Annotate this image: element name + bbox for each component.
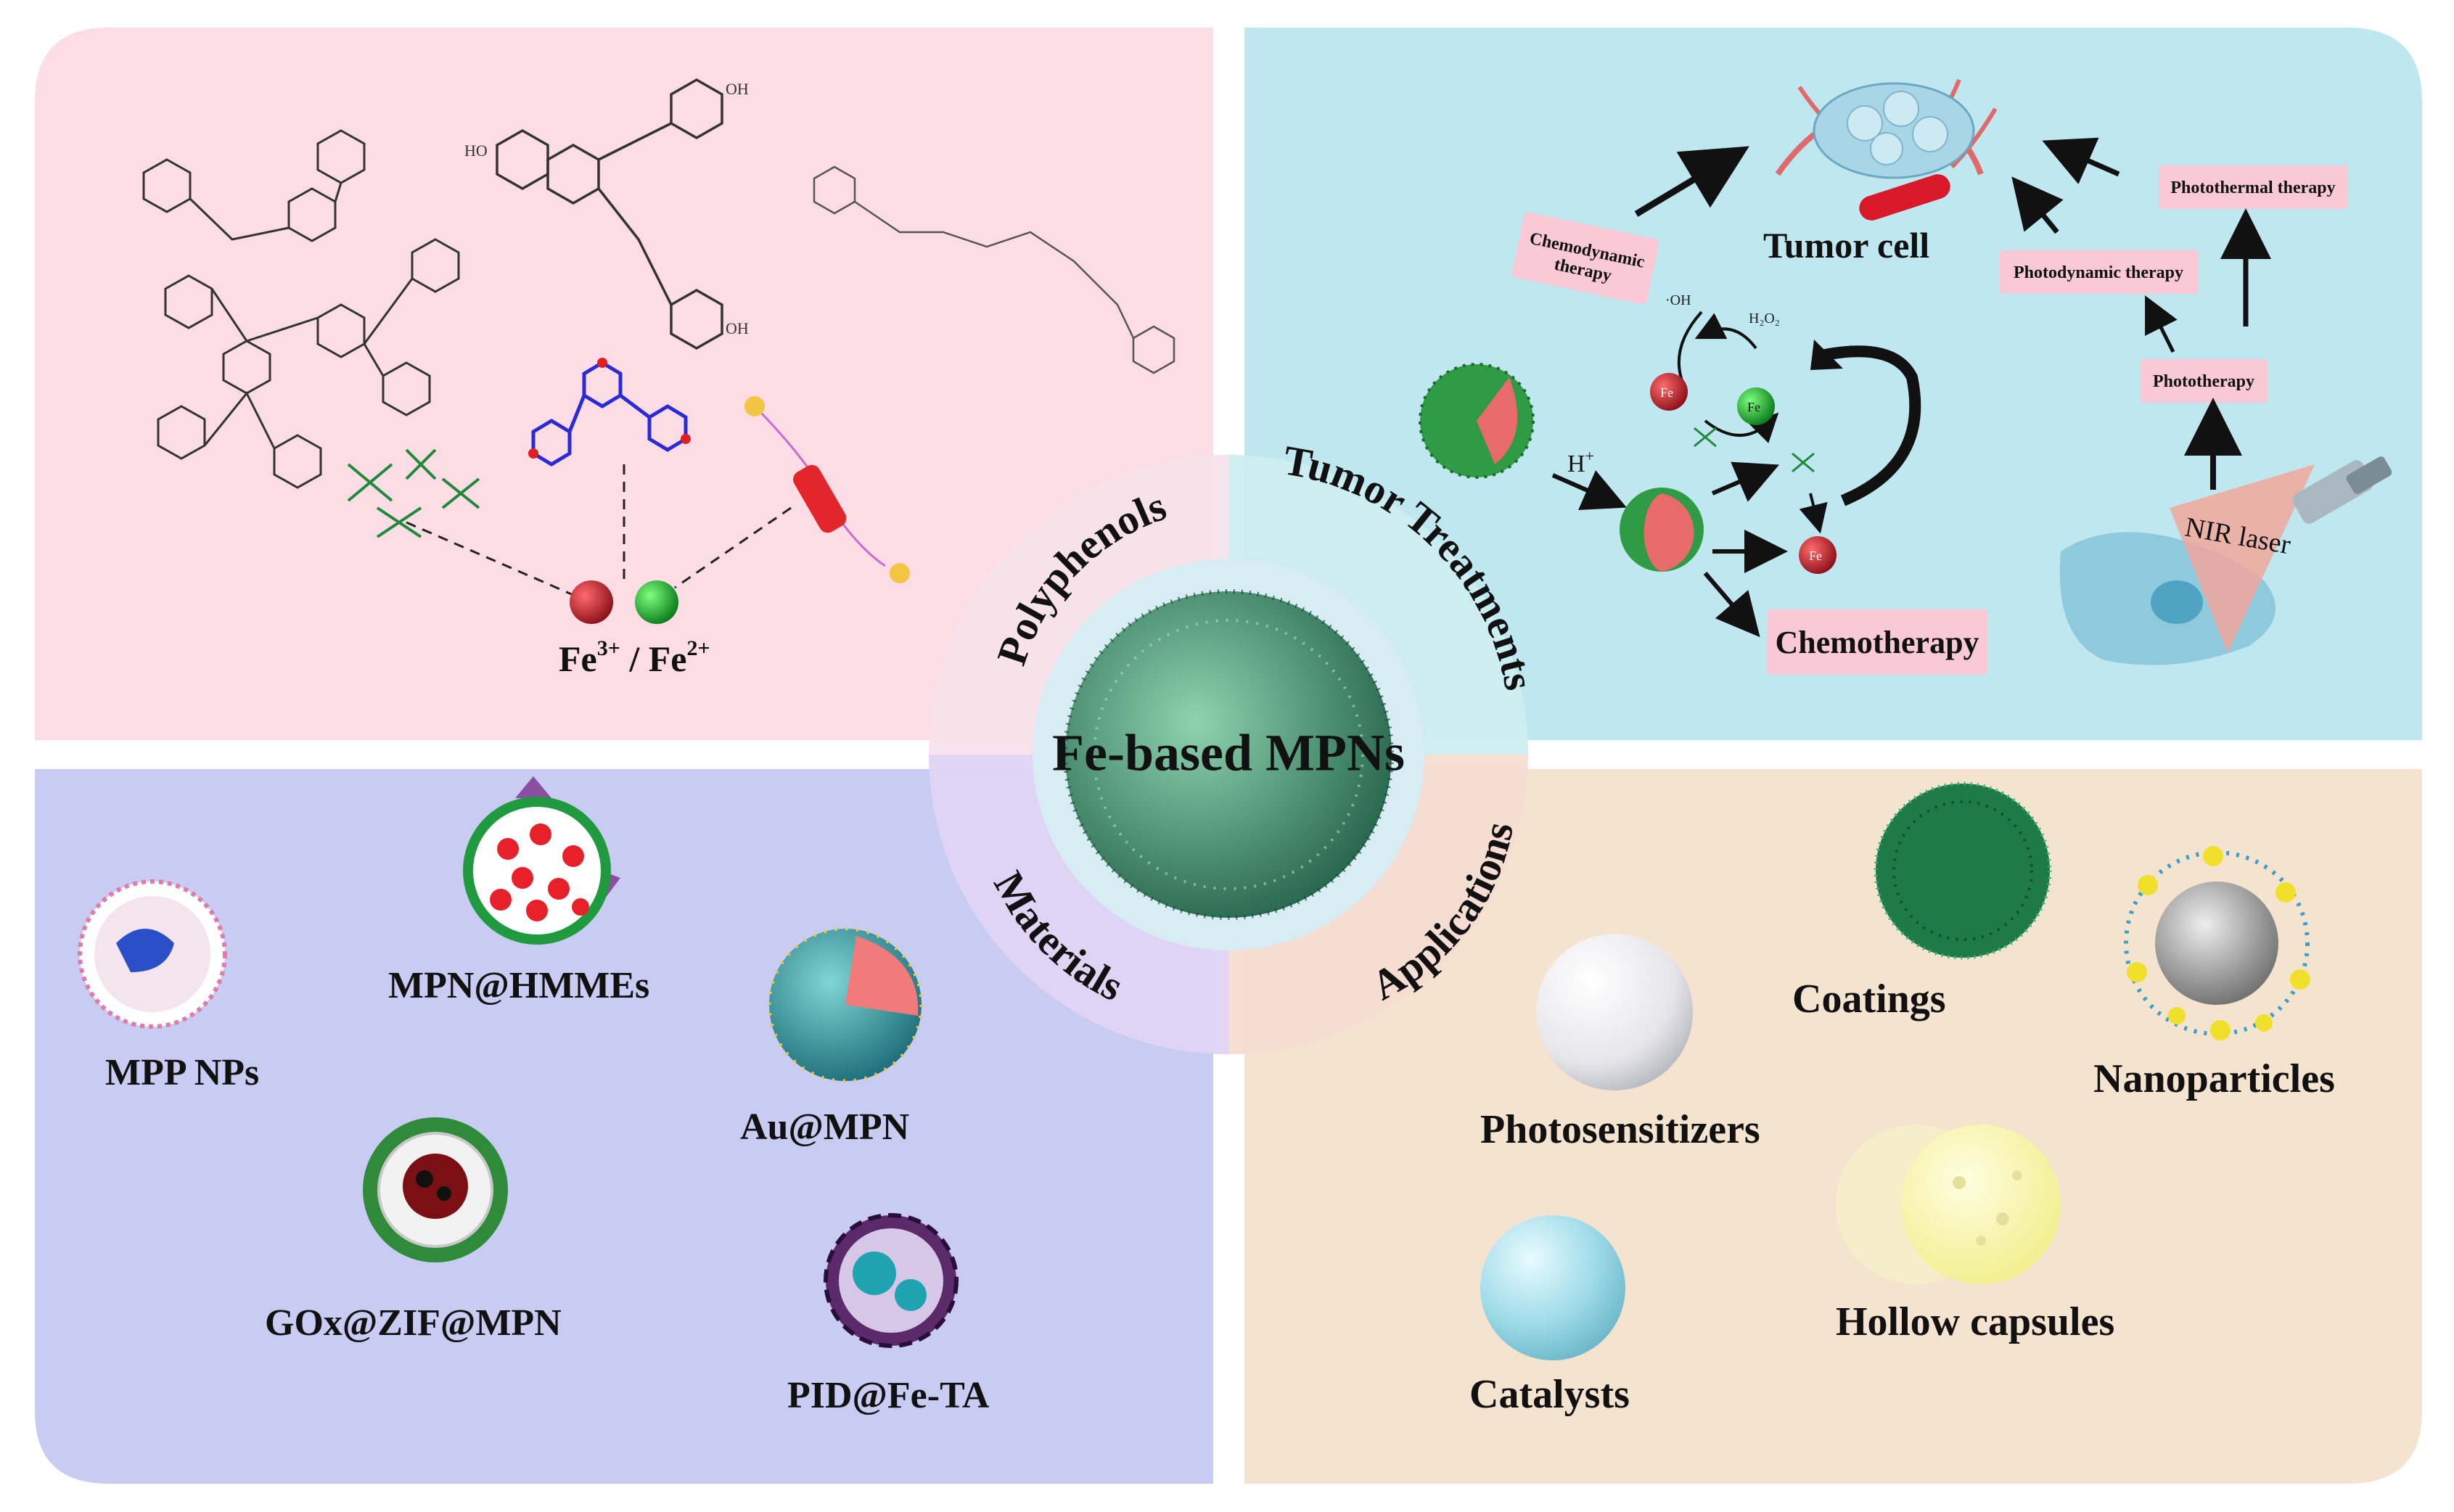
- peg-polyphenol-structure: [813, 165, 1175, 374]
- fe3-ion: [1799, 536, 1837, 574]
- coatings-label: Coatings: [1792, 977, 1946, 1022]
- egcg-structure: HO OH OH: [464, 78, 749, 350]
- chemodynamic-therapy-box: Chemodynamic therapy: [1511, 212, 1659, 305]
- tumor-cell-illustration: [1775, 78, 1998, 221]
- catalysts-label: Catalysts: [1469, 1372, 1630, 1417]
- center-title: Fe-based MPNs: [1052, 724, 1405, 782]
- center-mpn-texture: [1063, 589, 1394, 920]
- polyphenols-panel: [35, 28, 1213, 740]
- svg-text:Chemotherapy: Chemotherapy: [1775, 625, 1979, 660]
- ligand-molecule-icon: [528, 358, 691, 467]
- gox-zif-mpn-icon: [363, 1117, 508, 1262]
- mpn-hmmes-icon: [463, 776, 620, 945]
- pid-fe-ta-icon: [824, 1213, 959, 1348]
- nanoparticles-icon: [2124, 846, 2310, 1040]
- photosensitizers-icon: [1536, 934, 1693, 1090]
- tumor-cell-label: Tumor cell: [1763, 225, 1929, 266]
- mpp-nps-icon: [78, 879, 227, 1029]
- pid-fe-ta-label: PID@Fe-TA: [787, 1375, 990, 1416]
- coordination-lines: [406, 464, 792, 596]
- fe3-ion-label: Fe: [1660, 385, 1673, 400]
- fe3-ion: [1650, 373, 1688, 411]
- mpn-hmmes-label: MPN@HMMEs: [388, 965, 649, 1006]
- photodynamic-therapy-box: Photodynamic therapy: [1999, 250, 2199, 294]
- center-mpn-texture: [1093, 619, 1364, 890]
- coatings-icon: [1874, 781, 2052, 960]
- degrading-nanoparticle-icon: [1620, 488, 1704, 572]
- svg-text:Photothermal therapy: Photothermal therapy: [2170, 178, 2335, 197]
- ho-label: HO: [464, 141, 488, 160]
- svg-text:Photodynamic therapy: Photodynamic therapy: [2014, 263, 2183, 282]
- fe3-ion: [570, 580, 613, 624]
- oh-radical-label: ·OH: [1665, 292, 1691, 308]
- fe-ions-label: Fe3+ / Fe2+: [559, 636, 710, 679]
- photothermal-therapy-box: Photothermal therapy: [2159, 165, 2347, 209]
- phototherapy-box: Phototherapy: [2141, 359, 2268, 403]
- svg-text:Phototherapy: Phototherapy: [2153, 372, 2254, 391]
- polyphenol-crosslinker-icon: [347, 448, 480, 538]
- treatment-arrows: [1551, 137, 2271, 638]
- mpn-nanoparticle-icon: [1419, 363, 1535, 479]
- nir-laser-icon: NIR laser: [2170, 456, 2392, 653]
- polymer-conjugate-icon: [744, 396, 910, 583]
- photosensitizers-label: Photosensitizers: [1480, 1107, 1760, 1152]
- fe3-ion-label: Fe: [1809, 548, 1822, 563]
- chemotherapy-box: Chemotherapy: [1767, 609, 1988, 675]
- au-mpn-icon: [767, 926, 924, 1083]
- oh-label: OH: [726, 80, 749, 98]
- gox-zif-mpn-label: GOx@ZIF@MPN: [265, 1302, 562, 1344]
- fe2-ion: [635, 580, 678, 624]
- nanoparticles-label: Nanoparticles: [2093, 1056, 2335, 1101]
- h-plus-label: H+: [1567, 447, 1594, 477]
- fe2-ion-label: Fe: [1747, 400, 1760, 414]
- mpp-nps-label: MPP NPs: [105, 1052, 259, 1093]
- center-mpn-sphere: [1065, 591, 1392, 918]
- hollow-capsules-label: Hollow capsules: [1836, 1299, 2114, 1344]
- fe2-ion: [1737, 387, 1775, 425]
- hollow-capsules-icon: [1836, 1125, 2061, 1284]
- catalysts-icon: [1480, 1215, 1625, 1360]
- h2o2-label: H₂O₂: [1749, 311, 1780, 326]
- au-mpn-label: Au@MPN: [740, 1106, 909, 1148]
- tannic-acid-structure: [142, 129, 460, 489]
- oh-label: OH: [726, 319, 749, 337]
- polyphenol-fragment-icon: [1694, 427, 1815, 473]
